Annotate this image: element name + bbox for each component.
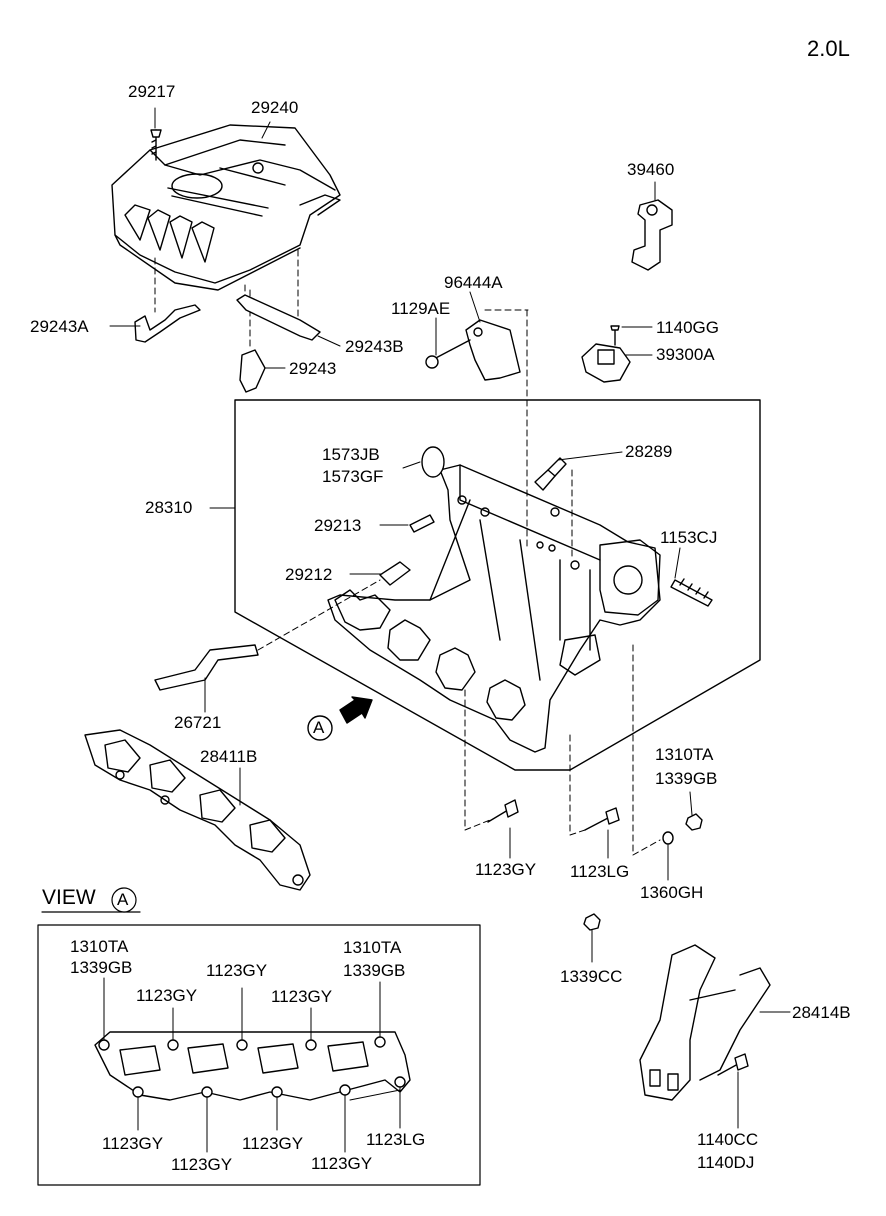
part-label-1339CC[interactable]: 1339CC xyxy=(560,967,623,986)
part-label-1360GH[interactable]: 1360GH xyxy=(640,883,704,902)
part-label-1123LG[interactable]: 1123LG xyxy=(570,862,630,881)
part-label-26721[interactable]: 26721 xyxy=(174,713,222,732)
part-label-29213[interactable]: 29213 xyxy=(314,516,362,535)
bracket-28414B-drawing xyxy=(639,944,771,1101)
part-label-29217[interactable]: 29217 xyxy=(128,82,176,101)
view-label-1123GY-bottom-2[interactable]: 1123GY xyxy=(171,1155,233,1174)
part-label-28310[interactable]: 28310 xyxy=(145,498,193,517)
part-label-1573JB[interactable]: 1573JB xyxy=(322,445,380,464)
view-label-1123GY-bottom-1[interactable]: 1123GY xyxy=(102,1134,164,1153)
view-label-1123GY-bottom-4[interactable]: 1123GY xyxy=(311,1154,373,1173)
part-label-29240[interactable]: 29240 xyxy=(251,98,299,117)
part-label-1140DJ[interactable]: 1140DJ xyxy=(697,1153,755,1172)
part-label-39300A[interactable]: 39300A xyxy=(656,345,715,364)
view-label-1339GB-left[interactable]: 1339GB xyxy=(70,958,133,977)
part-label-1153CJ[interactable]: 1153CJ xyxy=(660,528,718,547)
bracket-96444A-drawing xyxy=(425,309,529,381)
part-label-29243A[interactable]: 29243A xyxy=(30,317,89,336)
part-label-28414B[interactable]: 28414B xyxy=(792,1003,851,1022)
part-label-1573GF[interactable]: 1573GF xyxy=(322,467,384,486)
view-label-1310TA-left[interactable]: 1310TA xyxy=(70,937,129,956)
part-label-96444A[interactable]: 96444A xyxy=(444,273,503,292)
part-label-1140CC[interactable]: 1140CC xyxy=(697,1130,759,1149)
part-label-1140GG[interactable]: 1140GG xyxy=(656,318,720,337)
part-label-28411B[interactable]: 28411B xyxy=(200,747,258,766)
intake-manifold-drawing xyxy=(327,464,661,753)
view-label-1310TA-right[interactable]: 1310TA xyxy=(343,938,402,957)
valve-39300A-drawing xyxy=(581,325,631,383)
bolt-29217-drawing xyxy=(150,129,162,161)
view-marker-a: A xyxy=(313,718,325,737)
part-label-28289[interactable]: 28289 xyxy=(625,442,673,461)
view-title-marker: A xyxy=(117,890,129,909)
view-a-gasket-drawing xyxy=(94,1031,411,1101)
engine-cover-drawing xyxy=(111,124,341,291)
view-label-1123GY-top-left[interactable]: 1123GY xyxy=(136,986,198,1005)
engine-size-label: 2.0L xyxy=(807,36,850,61)
part-label-1123GY[interactable]: 1123GY xyxy=(475,860,537,879)
part-label-1339GB[interactable]: 1339GB xyxy=(655,769,718,788)
view-label-1123GY-top-right[interactable]: 1123GY xyxy=(271,987,333,1006)
part-label-29212[interactable]: 29212 xyxy=(285,565,333,584)
part-label-29243B[interactable]: 29243B xyxy=(345,337,404,356)
sensor-39460-drawing xyxy=(631,199,673,271)
gasket-28411B-drawing xyxy=(84,729,311,891)
part-label-1129AE[interactable]: 1129AE xyxy=(391,299,451,318)
part-label-1310TA[interactable]: 1310TA xyxy=(655,745,714,764)
view-label-1123GY-bottom-3[interactable]: 1123GY xyxy=(242,1134,304,1153)
view-label-1123GY-top-middle[interactable]: 1123GY xyxy=(206,961,268,980)
view-label-1123LG[interactable]: 1123LG xyxy=(366,1130,426,1149)
part-label-39460[interactable]: 39460 xyxy=(627,160,675,179)
view-label-1339GB-right[interactable]: 1339GB xyxy=(343,961,406,980)
view-title: VIEW xyxy=(42,886,96,909)
part-label-29243[interactable]: 29243 xyxy=(289,359,337,378)
